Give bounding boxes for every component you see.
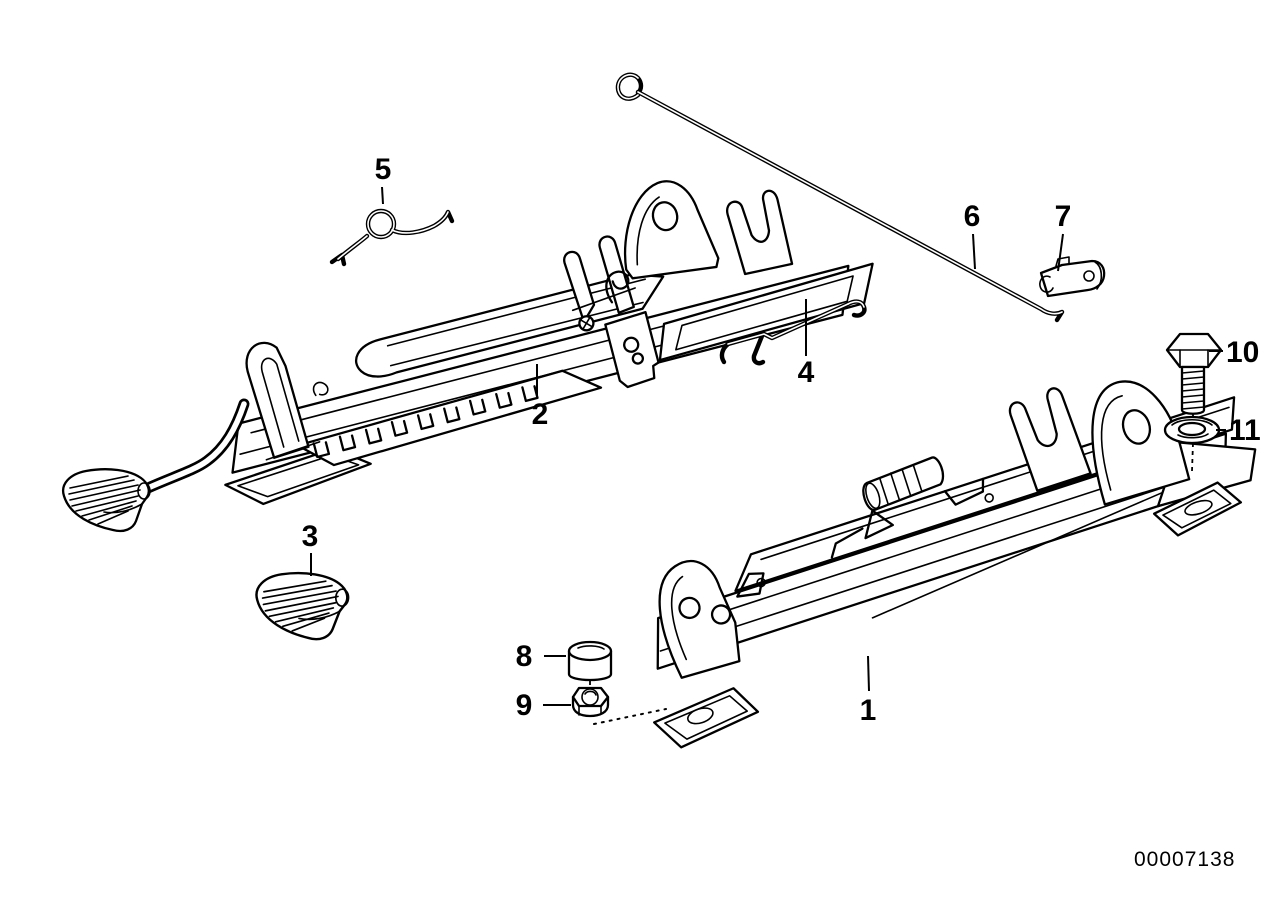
knob-hatching [68, 475, 141, 525]
damper-hook [830, 527, 864, 559]
callout-1-leader [867, 655, 870, 692]
front-bracket [658, 560, 741, 679]
spring-curl [312, 381, 329, 397]
u-clamp [726, 189, 794, 276]
callout-9-label: 9 [516, 689, 533, 722]
front-bracket-hole [710, 604, 732, 625]
hex-nut-part9 [571, 686, 610, 718]
rear-bracket-hole [1121, 409, 1152, 445]
lever-handle-knob [61, 468, 151, 533]
actuating-rod-part6 [615, 72, 1065, 323]
washer-part11 [1163, 415, 1221, 445]
rack-teeth [312, 385, 539, 459]
u-bracket [1008, 387, 1092, 492]
hex-bolt-part10 [1165, 332, 1223, 415]
wire-rod-part4 [719, 299, 867, 366]
latch-tower [598, 235, 635, 315]
rail-notch [943, 477, 985, 506]
front-bracket-hole [678, 596, 701, 620]
callout-2-label: 2 [532, 398, 549, 431]
bolt-threads [1181, 370, 1205, 410]
callout-7-leader [1057, 233, 1064, 272]
latch-tower [563, 250, 596, 324]
callout-1-label: 1 [860, 694, 877, 727]
latch-hook [605, 270, 630, 304]
latch-plate [604, 311, 660, 389]
latch-detail [736, 572, 765, 598]
callout-11-label: 11 [1229, 414, 1261, 447]
torsion-spring-part5 [329, 208, 455, 267]
callout-10-label: 10 [1226, 336, 1259, 369]
handle-knob-part3 [255, 571, 350, 641]
callout-layer: 1 2 3 4 5 6 7 8 9 10 11 [302, 153, 1261, 727]
cap-part8 [567, 640, 613, 682]
callout-5-label: 5 [375, 153, 392, 186]
seat-rail-assembly-right [653, 380, 1257, 749]
rear-foot-plate [1152, 481, 1243, 537]
callout-3-label: 3 [302, 520, 319, 553]
callout-8-label: 8 [516, 640, 533, 673]
drawing-number: 00007138 [1134, 848, 1235, 871]
release-lever [142, 398, 250, 494]
callout-4-label: 4 [798, 356, 815, 389]
damper-cylinder [830, 456, 945, 559]
front-foot-plate [653, 687, 760, 749]
callout-6-leader [972, 233, 976, 270]
seat-rail-assembly-left [224, 180, 874, 506]
rear-bracket [623, 180, 720, 280]
damper-mount [864, 509, 894, 540]
callout-7-label: 7 [1055, 200, 1072, 233]
callout-5-leader [381, 186, 384, 205]
clamp-part7 [1039, 256, 1106, 298]
knob-hatching [261, 580, 339, 632]
rear-bracket-hole [651, 201, 679, 232]
callout-6-label: 6 [964, 200, 981, 233]
